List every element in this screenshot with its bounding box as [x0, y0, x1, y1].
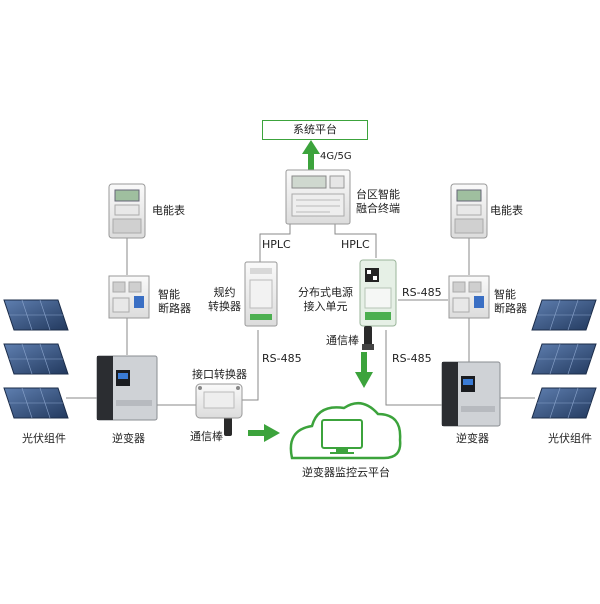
rs485-mid-right-label: RS-485: [392, 352, 432, 365]
dist-access-label: 分布式电源 接入单元: [298, 286, 353, 313]
meter-right-label: 电能表: [490, 204, 523, 217]
green-arrows: [248, 140, 373, 442]
comm-stick-left-label: 通信棒: [190, 430, 223, 443]
breaker-left: [108, 275, 150, 319]
inverter-left-label: 逆变器: [112, 432, 145, 445]
meter-left: [108, 183, 146, 239]
inverter-right: [441, 361, 501, 427]
hplc-right-label: HPLC: [341, 238, 370, 251]
cloud-platform-label: 逆变器监控云平台: [302, 466, 390, 479]
meter-right: [450, 183, 488, 239]
interface-converter-device: [195, 383, 243, 419]
connection-lines: [66, 222, 535, 406]
pv-panels-left: [3, 299, 69, 419]
breaker-right: [448, 275, 490, 319]
protocol-converter-label: 规约 转换器: [208, 286, 241, 313]
pv-right-label: 光伏组件: [548, 432, 592, 445]
dist-access-device: [359, 259, 397, 327]
rs485-mid-left-label: RS-485: [262, 352, 302, 365]
meter-left-label: 电能表: [152, 204, 185, 217]
system-platform-box: 系统平台: [262, 120, 368, 140]
breaker-left-label: 智能 断路器: [158, 288, 191, 315]
protocol-converter-device: [244, 261, 278, 327]
breaker-right-label: 智能 断路器: [494, 288, 527, 315]
inverter-left: [96, 355, 158, 421]
pv-panels-right: [531, 299, 597, 419]
rs485-top-right-label: RS-485: [402, 286, 442, 299]
cloud-platform-icon: [289, 401, 402, 460]
comm-stick-right-device: [362, 326, 374, 350]
pv-left-label: 光伏组件: [22, 432, 66, 445]
fusion-terminal-label: 台区智能 融合终端: [356, 188, 400, 215]
hplc-left-label: HPLC: [262, 238, 291, 251]
uplink-label: 4G/5G: [320, 151, 352, 162]
comm-stick-right-label: 通信棒: [326, 334, 359, 347]
interface-converter-label: 接口转换器: [192, 368, 247, 381]
inverter-right-label: 逆变器: [456, 432, 489, 445]
fusion-terminal-device: [285, 169, 351, 225]
